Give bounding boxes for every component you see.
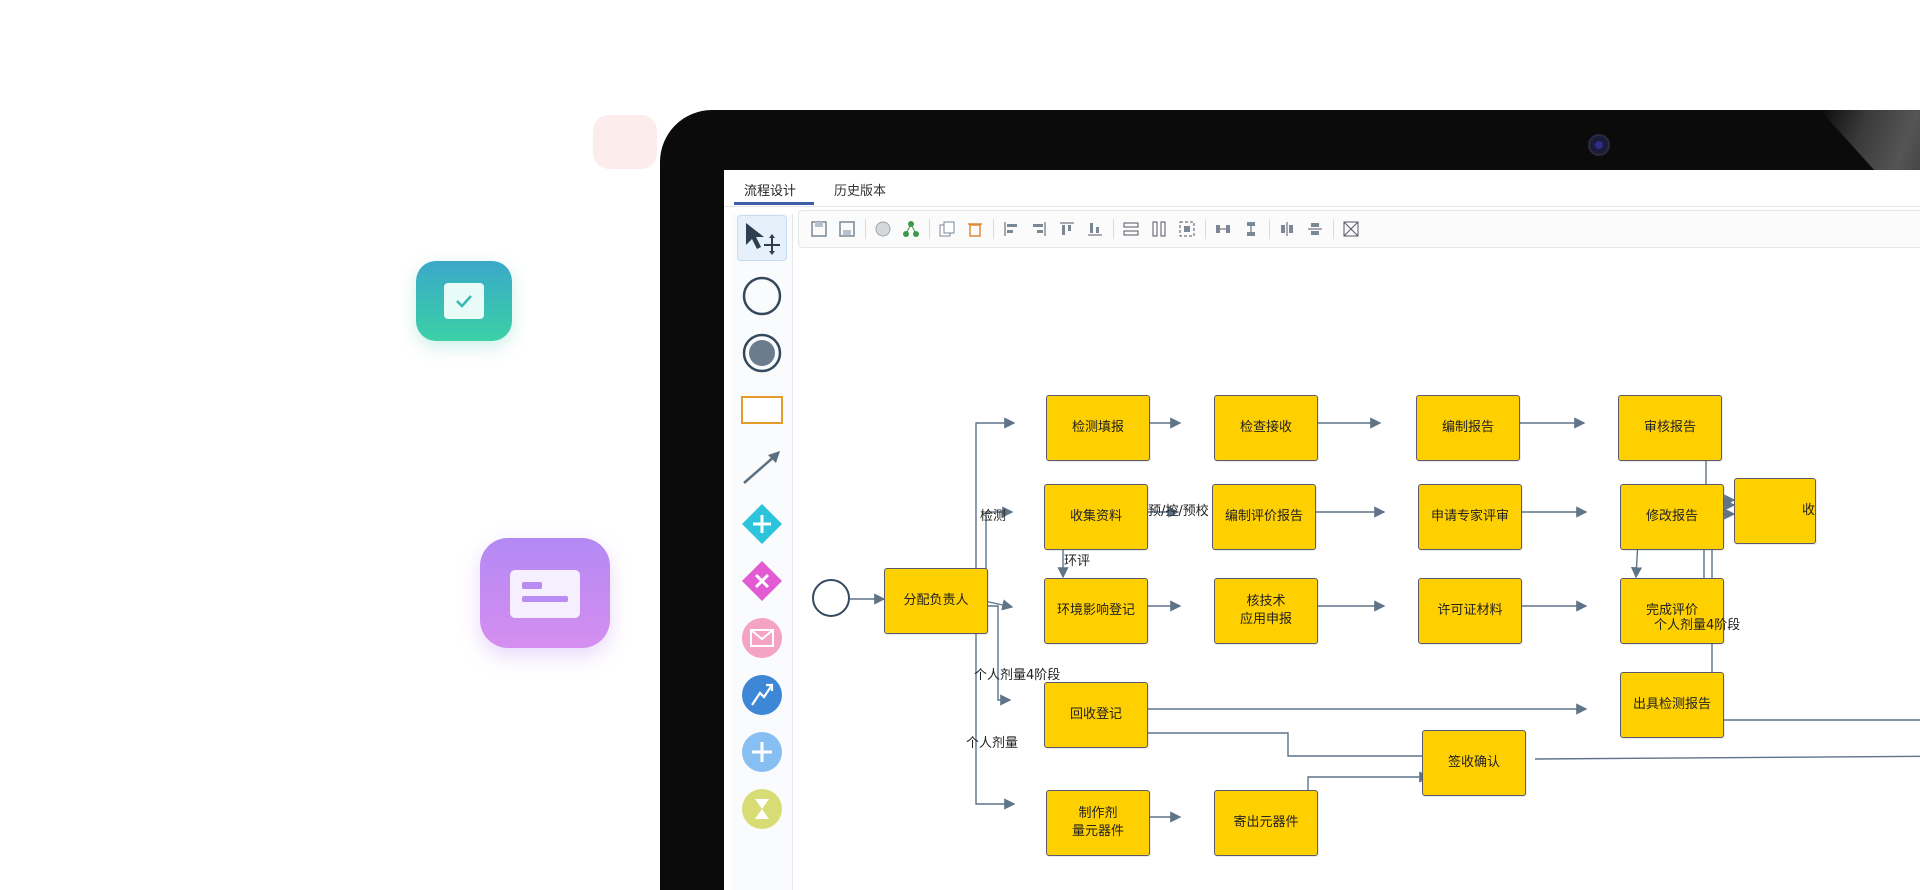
- start-event-tool[interactable]: [732, 272, 792, 320]
- horizontal-center-icon[interactable]: [1277, 219, 1297, 239]
- same-size-icon[interactable]: [1177, 219, 1197, 239]
- app-screen: 流程设计 历史版本: [724, 170, 1920, 890]
- task-tool[interactable]: [732, 386, 792, 434]
- horizontal-distribute-icon[interactable]: [1213, 219, 1233, 239]
- task-complete-evaluation[interactable]: 完成评价: [1620, 578, 1724, 644]
- rectangle-icon: [741, 396, 783, 424]
- decorative-checklist-app-icon: [416, 261, 512, 341]
- align-right-icon[interactable]: [1029, 219, 1049, 239]
- envelope-icon: [742, 618, 782, 658]
- message-event-tool[interactable]: [732, 614, 792, 662]
- flow-assign-test: [952, 417, 1016, 581]
- vertical-distribute-icon[interactable]: [1241, 219, 1261, 239]
- task-check-receive[interactable]: 检查接收: [1214, 395, 1318, 461]
- checkbox-icon: [444, 283, 484, 319]
- task-send-component[interactable]: 寄出元器件: [1214, 790, 1318, 856]
- task-review-report[interactable]: 审核报告: [1618, 395, 1722, 461]
- webcam-icon: [1588, 134, 1610, 156]
- laptop-frame: 流程设计 历史版本: [660, 110, 1920, 890]
- edge-label-personal-dose: 个人剂量: [966, 736, 1019, 751]
- delete-icon[interactable]: [965, 219, 985, 239]
- edge-label-personal-dose-4-right: 个人剂量4阶段: [1654, 618, 1741, 633]
- task-revise-report[interactable]: 修改报告: [1620, 484, 1724, 550]
- tab-bar: 流程设计 历史版本: [724, 170, 1920, 207]
- tab-history-versions[interactable]: 历史版本: [834, 184, 887, 199]
- decorative-card-app-icon: [480, 538, 610, 648]
- decorative-pink-tile: [593, 115, 657, 169]
- shape-palette: [732, 214, 793, 890]
- task-nuclear-tech-application[interactable]: 核技术 应用申报: [1214, 578, 1318, 644]
- flow-sign-out: [1534, 755, 1920, 760]
- active-tab-indicator: [734, 202, 814, 205]
- hourglass-icon: [742, 789, 782, 829]
- fit-view-icon[interactable]: [1341, 219, 1361, 239]
- signal-event-tool[interactable]: [732, 671, 792, 719]
- align-left-icon[interactable]: [1001, 219, 1021, 239]
- task-recycle-registration[interactable]: 回收登记: [1044, 682, 1148, 748]
- id-card-icon: [510, 570, 580, 618]
- task-license-material[interactable]: 许可证材料: [1418, 578, 1522, 644]
- tab-process-design[interactable]: 流程设计: [744, 184, 797, 199]
- edge-label-control-eval: 预/控/预校: [1148, 504, 1209, 519]
- diagram-canvas[interactable]: 分配负责人 检测填报 检查接收 编制报告 审核报告 收集资料 编制评价报告 申请…: [798, 250, 1920, 890]
- tree-icon[interactable]: [901, 219, 921, 239]
- task-issue-test-report[interactable]: 出具检测报告: [1620, 672, 1724, 738]
- start-event[interactable]: [812, 579, 850, 617]
- add-event-tool[interactable]: [732, 728, 792, 776]
- align-bottom-icon[interactable]: [1085, 219, 1105, 239]
- plus-circle-icon: [742, 732, 782, 772]
- save-as-icon[interactable]: [837, 219, 857, 239]
- task-assign-owner[interactable]: 分配负责人: [884, 568, 988, 634]
- task-compile-report[interactable]: 编制报告: [1416, 395, 1520, 461]
- task-make-dosimeter[interactable]: 制作剂 量元器件: [1046, 790, 1150, 856]
- timer-event-tool[interactable]: [732, 785, 792, 833]
- flow-sign-recycle: [1117, 727, 1429, 757]
- same-height-icon[interactable]: [1149, 219, 1169, 239]
- end-event-tool[interactable]: [732, 329, 792, 377]
- laptop-glare: [1820, 110, 1920, 172]
- copy-icon[interactable]: [937, 219, 957, 239]
- diamond-x-icon: [742, 561, 782, 601]
- editor-toolbar: [798, 210, 1920, 248]
- edge-label-personal-dose-4: 个人剂量4阶段: [974, 668, 1061, 683]
- task-compile-eval-report[interactable]: 编制评价报告: [1212, 484, 1316, 550]
- circle-filled-icon: [742, 333, 782, 373]
- exclusive-gateway-tool[interactable]: [732, 557, 792, 605]
- lightning-icon: [742, 675, 782, 715]
- select-move-tool[interactable]: [732, 214, 792, 262]
- task-env-impact-registration[interactable]: 环境影响登记: [1044, 578, 1148, 644]
- task-partial-right[interactable]: 收: [1734, 478, 1816, 544]
- task-apply-expert-review[interactable]: 申请专家评审: [1418, 484, 1522, 550]
- vertical-center-icon[interactable]: [1305, 219, 1325, 239]
- pointer-move-icon: [737, 215, 787, 261]
- edge-label-test: 检测: [980, 509, 1007, 524]
- circle-outline-icon: [742, 276, 782, 316]
- edge-label-env-eval: 环评: [1064, 554, 1091, 569]
- task-collect-data[interactable]: 收集资料: [1044, 484, 1148, 550]
- same-width-icon[interactable]: [1121, 219, 1141, 239]
- arrow-icon: [743, 451, 780, 484]
- task-test-fill[interactable]: 检测填报: [1046, 395, 1150, 461]
- sphere-icon[interactable]: [873, 219, 893, 239]
- task-sign-confirm[interactable]: 签收确认: [1422, 730, 1526, 796]
- sequence-flow-tool[interactable]: [732, 443, 792, 491]
- save-icon[interactable]: [809, 219, 829, 239]
- align-top-icon[interactable]: [1057, 219, 1077, 239]
- diamond-plus-icon: [742, 504, 782, 544]
- parallel-gateway-tool[interactable]: [732, 500, 792, 548]
- flow-assign-make: [952, 611, 1016, 810]
